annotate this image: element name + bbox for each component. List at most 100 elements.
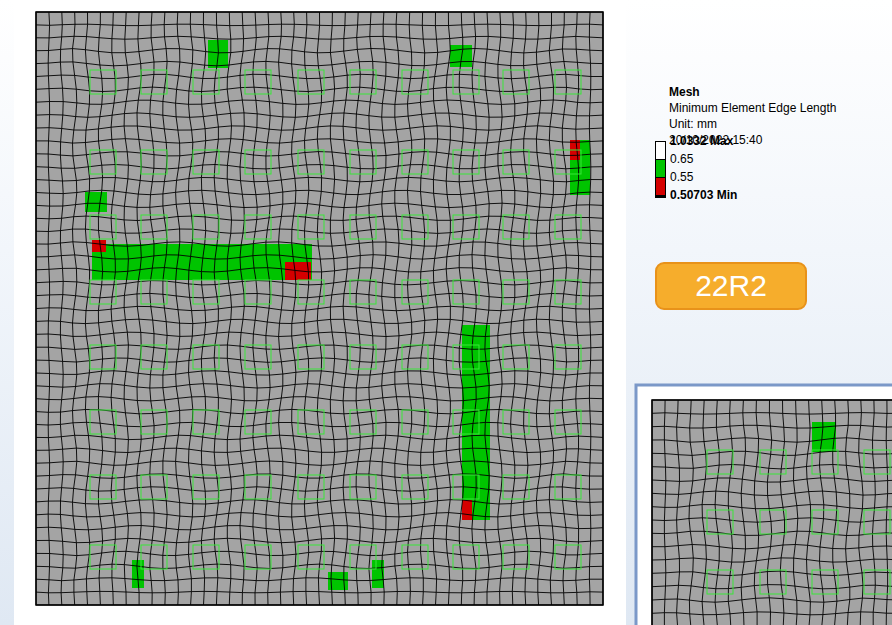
contact-square: [350, 545, 376, 569]
legend-value: 0.50703 Min: [670, 188, 737, 202]
version-badge: 22R2: [655, 262, 807, 310]
contact-square: [402, 215, 428, 239]
main-mesh: [36, 12, 603, 605]
contact-square: [503, 410, 529, 434]
mesh-lines: [652, 400, 892, 625]
contact-square: [503, 150, 529, 174]
contact-square: [864, 570, 890, 594]
contact-square: [453, 70, 479, 94]
contact-square: [812, 570, 838, 594]
contact-square: [350, 215, 376, 239]
contact-square: [453, 410, 479, 434]
contact-square: [402, 410, 428, 434]
contact-square: [298, 280, 324, 304]
legend-info: Minimum Element Edge Length: [669, 101, 836, 115]
contact-square: [453, 280, 479, 304]
contact-square: [298, 215, 324, 239]
contact-square: [90, 410, 116, 434]
element-patch: [92, 240, 106, 252]
contact-square: [453, 545, 479, 569]
contact-square: [90, 150, 116, 174]
contact-square: [555, 280, 581, 304]
contact-square: [90, 280, 116, 304]
contact-square: [245, 70, 271, 94]
contact-square: [141, 215, 167, 239]
contact-square: [193, 345, 219, 369]
contact-square: [350, 410, 376, 434]
contact-square: [402, 545, 428, 569]
color-band: [655, 177, 666, 196]
contact-square: [864, 510, 890, 534]
contact-square: [503, 545, 529, 569]
contact-square: [402, 150, 428, 174]
contact-square: [350, 475, 376, 499]
contact-square: [402, 345, 428, 369]
contact-square: [141, 70, 167, 94]
contact-square: [141, 150, 167, 174]
contact-square: [90, 215, 116, 239]
contact-square: [298, 345, 324, 369]
contact-square: [245, 150, 271, 174]
contact-square: [453, 475, 479, 499]
mesh-border: [36, 12, 603, 605]
contact-square: [350, 70, 376, 94]
contact-square: [298, 70, 324, 94]
contact-square: [812, 450, 838, 474]
contact-square: [245, 280, 271, 304]
contact-square: [503, 345, 529, 369]
contact-square: [298, 475, 324, 499]
legend-value: 0.65: [670, 152, 693, 166]
contact-square: [193, 410, 219, 434]
contact-square: [193, 70, 219, 94]
contact-square: [503, 70, 529, 94]
contact-square: [141, 410, 167, 434]
contact-square: [298, 410, 324, 434]
legend-value: 0.55: [670, 170, 693, 184]
contact-square: [245, 475, 271, 499]
mesh-border: [652, 400, 892, 625]
contact-square: [90, 70, 116, 94]
contact-square: [864, 450, 890, 474]
legend-title: Mesh: [669, 85, 700, 99]
mesh-lines: [36, 12, 603, 605]
contact-square: [245, 345, 271, 369]
element-patch: [462, 500, 472, 520]
contact-square: [141, 345, 167, 369]
color-band: [655, 159, 666, 178]
contact-square: [402, 70, 428, 94]
contact-square: [812, 510, 838, 534]
contact-square: [193, 150, 219, 174]
badge-text: 22R2: [695, 269, 767, 303]
contact-square: [555, 70, 581, 94]
contact-square: [555, 150, 581, 174]
contact-square: [453, 215, 479, 239]
contact-square: [760, 510, 786, 534]
contact-square: [760, 450, 786, 474]
legend-value: 1.0332 Max: [670, 134, 733, 148]
contact-square: [193, 545, 219, 569]
contact-square: [555, 410, 581, 434]
color-band: [655, 141, 666, 160]
contact-square: [193, 215, 219, 239]
mesh-ground: [652, 400, 892, 625]
contact-square: [298, 545, 324, 569]
viewport-panel: [14, 0, 626, 625]
contact-square: [707, 570, 733, 594]
contact-square: [503, 280, 529, 304]
contact-square: [555, 345, 581, 369]
contact-square: [141, 475, 167, 499]
contact-square: [90, 475, 116, 499]
contact-square: [503, 215, 529, 239]
contact-square: [141, 545, 167, 569]
contact-square: [555, 475, 581, 499]
contact-square: [760, 570, 786, 594]
contact-square: [503, 475, 529, 499]
contact-square: [245, 545, 271, 569]
contact-square: [350, 280, 376, 304]
legend-info: Unit: mm: [669, 117, 717, 131]
contact-square: [453, 345, 479, 369]
contact-square: [402, 280, 428, 304]
contact-square: [90, 545, 116, 569]
contact-square: [298, 150, 324, 174]
